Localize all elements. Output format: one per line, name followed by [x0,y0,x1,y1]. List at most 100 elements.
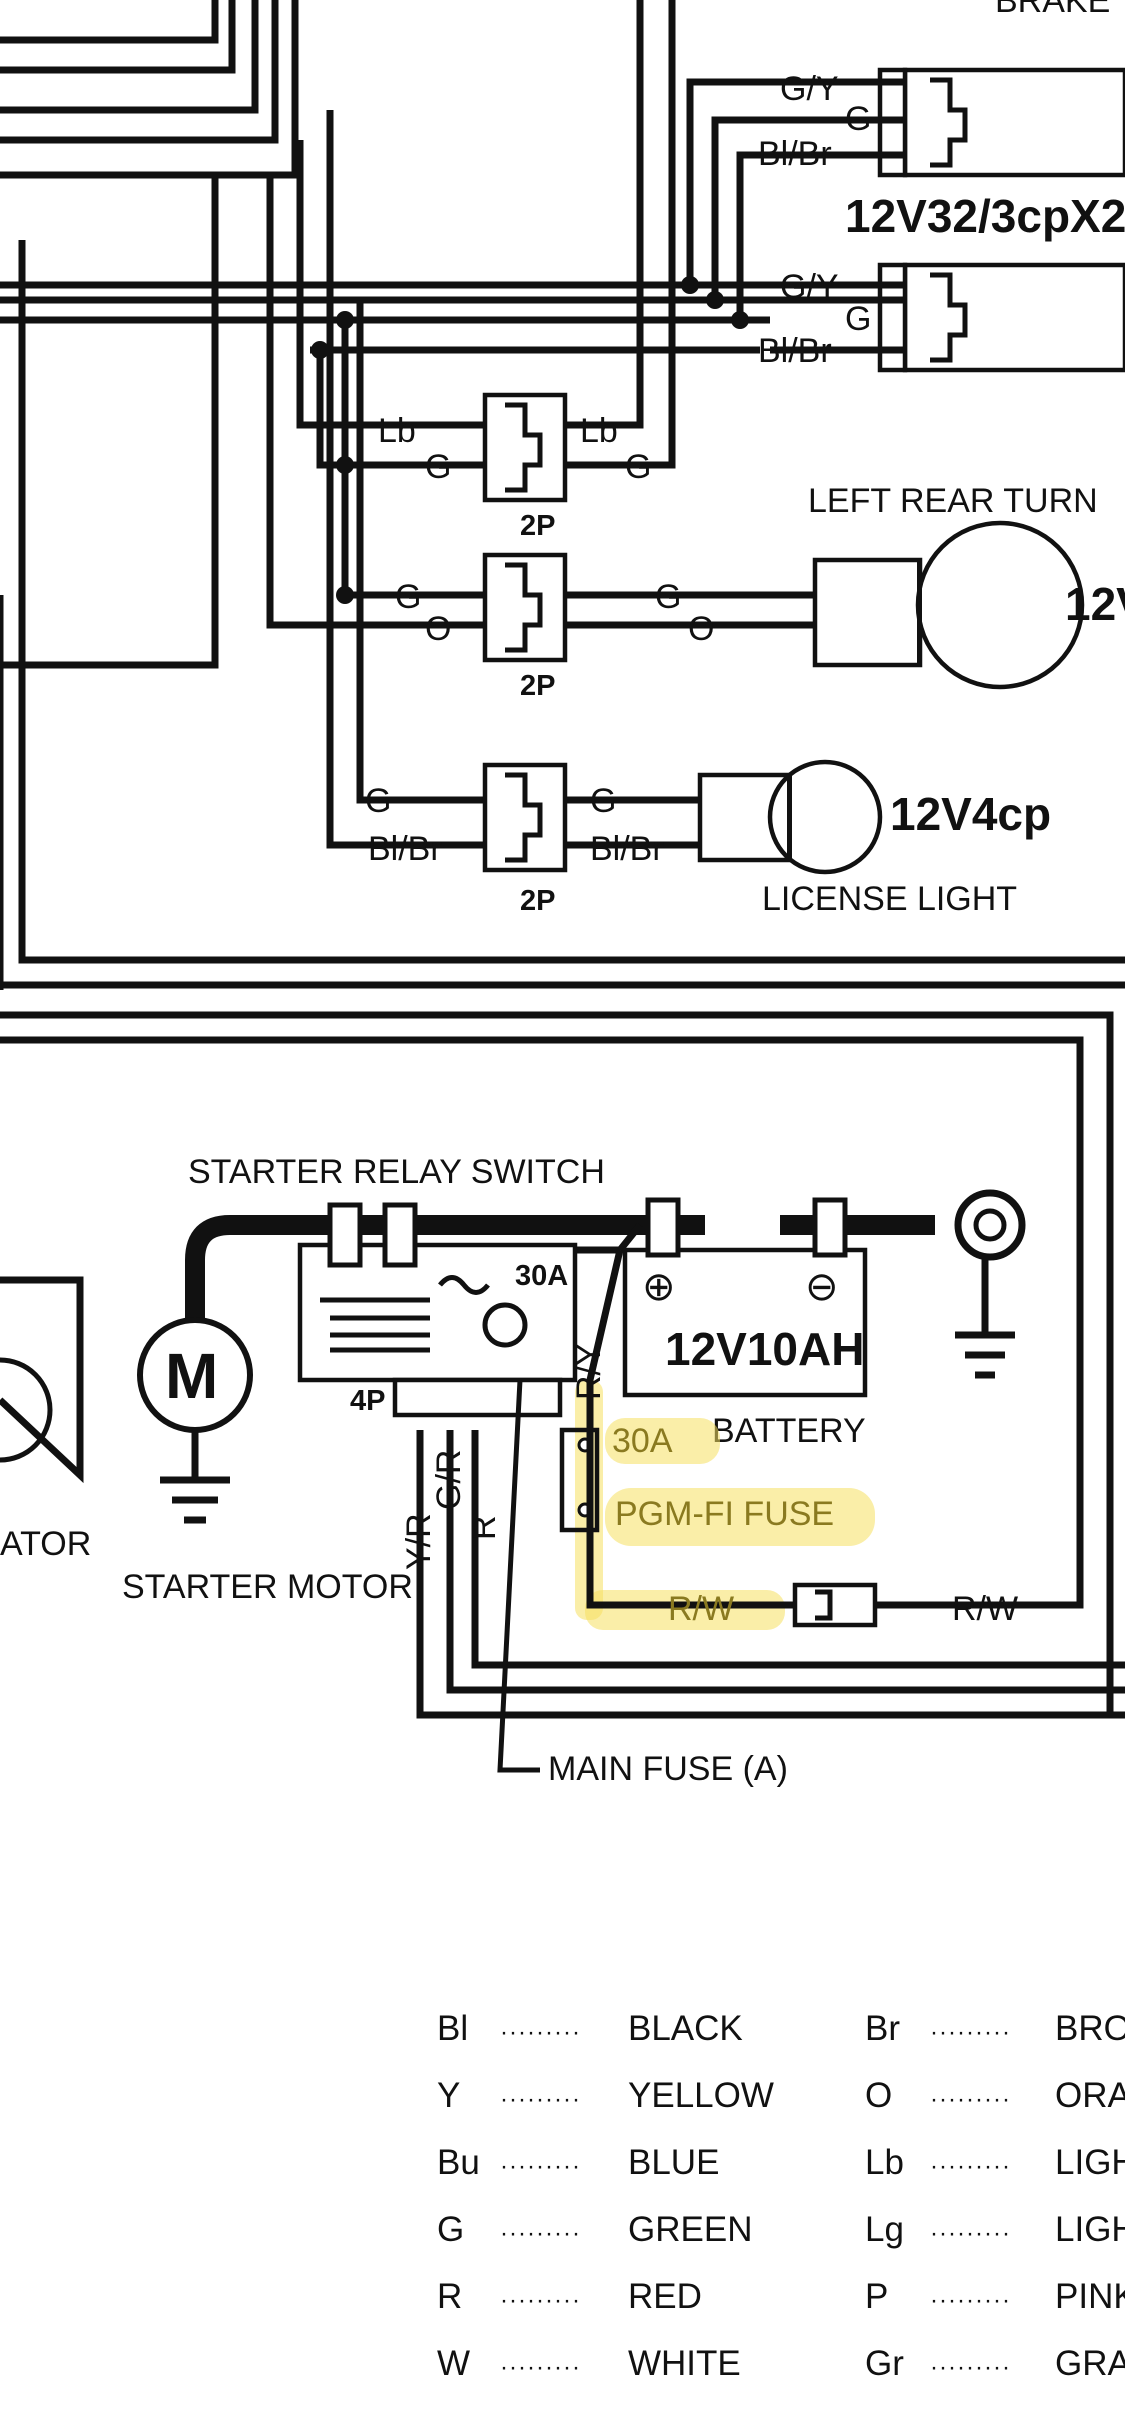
pgm-fi-fuse [559,1249,940,1628]
battery-rating: 12V10AH [665,1323,864,1375]
wire-rw-right: R/W [952,1590,1018,1628]
legend-color-name: YELLOW [628,2076,774,2115]
legend-color-name: ORA [1055,2076,1125,2115]
legend-dots: ········· [930,2287,1011,2314]
brake-connector-lower [770,262,1125,373]
fuse-30a-label: 30A [612,1422,673,1460]
legend-color-name: PINK [1055,2277,1125,2316]
legend-dots: ········· [930,2153,1011,2180]
brake-label: BRAKE [995,0,1110,20]
wire-blbr-mid: Bl/Br [758,332,832,370]
starter-relay-label: STARTER RELAY SWITCH [188,1153,605,1191]
legend-color-name: BLUE [628,2143,719,2182]
regulator-fragment [0,1276,84,1484]
wire-rw-left: R/W [668,1590,734,1628]
wire-g-left-2: G [395,578,421,616]
wire-g-top: G [845,100,871,138]
relay-connector-label: 4P [350,1385,385,1417]
connector-label-2: 2P [520,670,555,702]
legend-code: Bl [437,2009,468,2048]
left-rear-turn-light [812,520,1085,690]
legend-code: G [437,2210,464,2249]
wire-g-left-1: G [425,448,451,486]
wire-g-right-2: G [655,578,681,616]
color-legend: Bl ········· BLACK Br ········· BRO Y ·········… [437,2009,1125,2383]
legend-dots: ········· [500,2019,581,2046]
main-fuse-leader [497,1379,540,1773]
legend-code: Y [437,2076,460,2115]
connector-2p-2 [482,552,815,663]
legend-color-name: BLACK [628,2009,743,2048]
connector-2p-3 [482,762,700,873]
wire-g-left-3: G [365,782,391,820]
left-rear-turn-label: LEFT REAR TURN [808,482,1098,520]
legend-code: Bu [437,2143,480,2182]
wire-r: R [465,1515,503,1540]
main-fuse-label: MAIN FUSE (A) [548,1750,788,1788]
license-rating: 12V4cp [890,788,1051,840]
legend-code: O [865,2076,892,2115]
legend-color-name: RED [628,2277,702,2316]
connector-2p-1 [482,392,672,503]
wire-gy-top: G/Y [780,70,839,108]
wire-g-right-3: G [590,782,616,820]
legend-dots: ········· [930,2019,1011,2046]
legend-code: Br [865,2009,900,2048]
legend-dots: ········· [500,2354,581,2381]
regulator-label: ATOR [0,1525,91,1563]
battery-minus: ⊖ [805,1265,839,1309]
pgm-fi-label: PGM-FI FUSE [615,1495,834,1533]
license-light-label: LICENSE LIGHT [762,880,1017,918]
top-harness [0,0,1125,990]
turn-volt-label: 12V [1065,578,1125,630]
wire-blbr-top: Bl/Br [758,135,832,173]
legend-dots: ········· [500,2220,581,2247]
wire-g-mid: G [845,300,871,338]
legend-dots: ········· [930,2220,1011,2247]
wire-gr: G/R [430,1450,468,1510]
legend-color-name: WHITE [628,2344,741,2383]
legend-code: Gr [865,2344,904,2383]
legend-code: W [437,2344,470,2383]
legend-dots: ········· [500,2287,581,2314]
battery [622,1197,868,1398]
wire-lb-right: Lb [580,412,618,450]
legend-color-name: BRO [1055,2009,1125,2048]
connector-label-1: 2P [520,510,555,542]
battery-cable [185,1189,1026,1379]
wire-o-left: O [425,610,451,648]
license-light [697,759,883,875]
starter-relay-switch [297,1202,643,1418]
wire-blbr-left-3: Bl/Br [368,830,442,868]
relay-fuse-label: 30A [515,1260,568,1292]
wire-ry: R/Y [570,1343,608,1400]
battery-label: BATTERY [712,1412,866,1450]
legend-code: Lg [865,2210,904,2249]
wire-gy-mid: G/Y [780,268,839,306]
brake-connector-upper [770,67,1125,178]
wire-o-right: O [688,610,714,648]
starter-motor-label: STARTER MOTOR [122,1568,413,1606]
lower-frame-wires [0,1011,1125,1719]
legend-color-name: LIGH [1055,2210,1125,2249]
wire-yr: Y/R [400,1513,438,1570]
legend-color-name: LIGH [1055,2143,1125,2182]
legend-color-name: GRAY [1055,2344,1125,2383]
legend-code: R [437,2277,462,2316]
starter-motor [137,1317,253,1524]
legend-color-name: GREEN [628,2210,752,2249]
legend-dots: ········· [500,2153,581,2180]
legend-code: P [865,2277,888,2316]
legend-dots: ········· [930,2354,1011,2381]
wire-g-right-1: G [625,448,651,486]
legend-dots: ········· [500,2086,581,2113]
wire-blbr-right-3: Bl/Br [590,830,664,868]
bulb-rating: 12V32/3cpX2 [845,190,1125,242]
motor-symbol: M [165,1340,218,1412]
wire-lb-left: Lb [378,412,416,450]
legend-code: Lb [865,2143,904,2182]
connector-label-3: 2P [520,885,555,917]
legend-dots: ········· [930,2086,1011,2113]
battery-plus: ⊕ [642,1265,676,1309]
